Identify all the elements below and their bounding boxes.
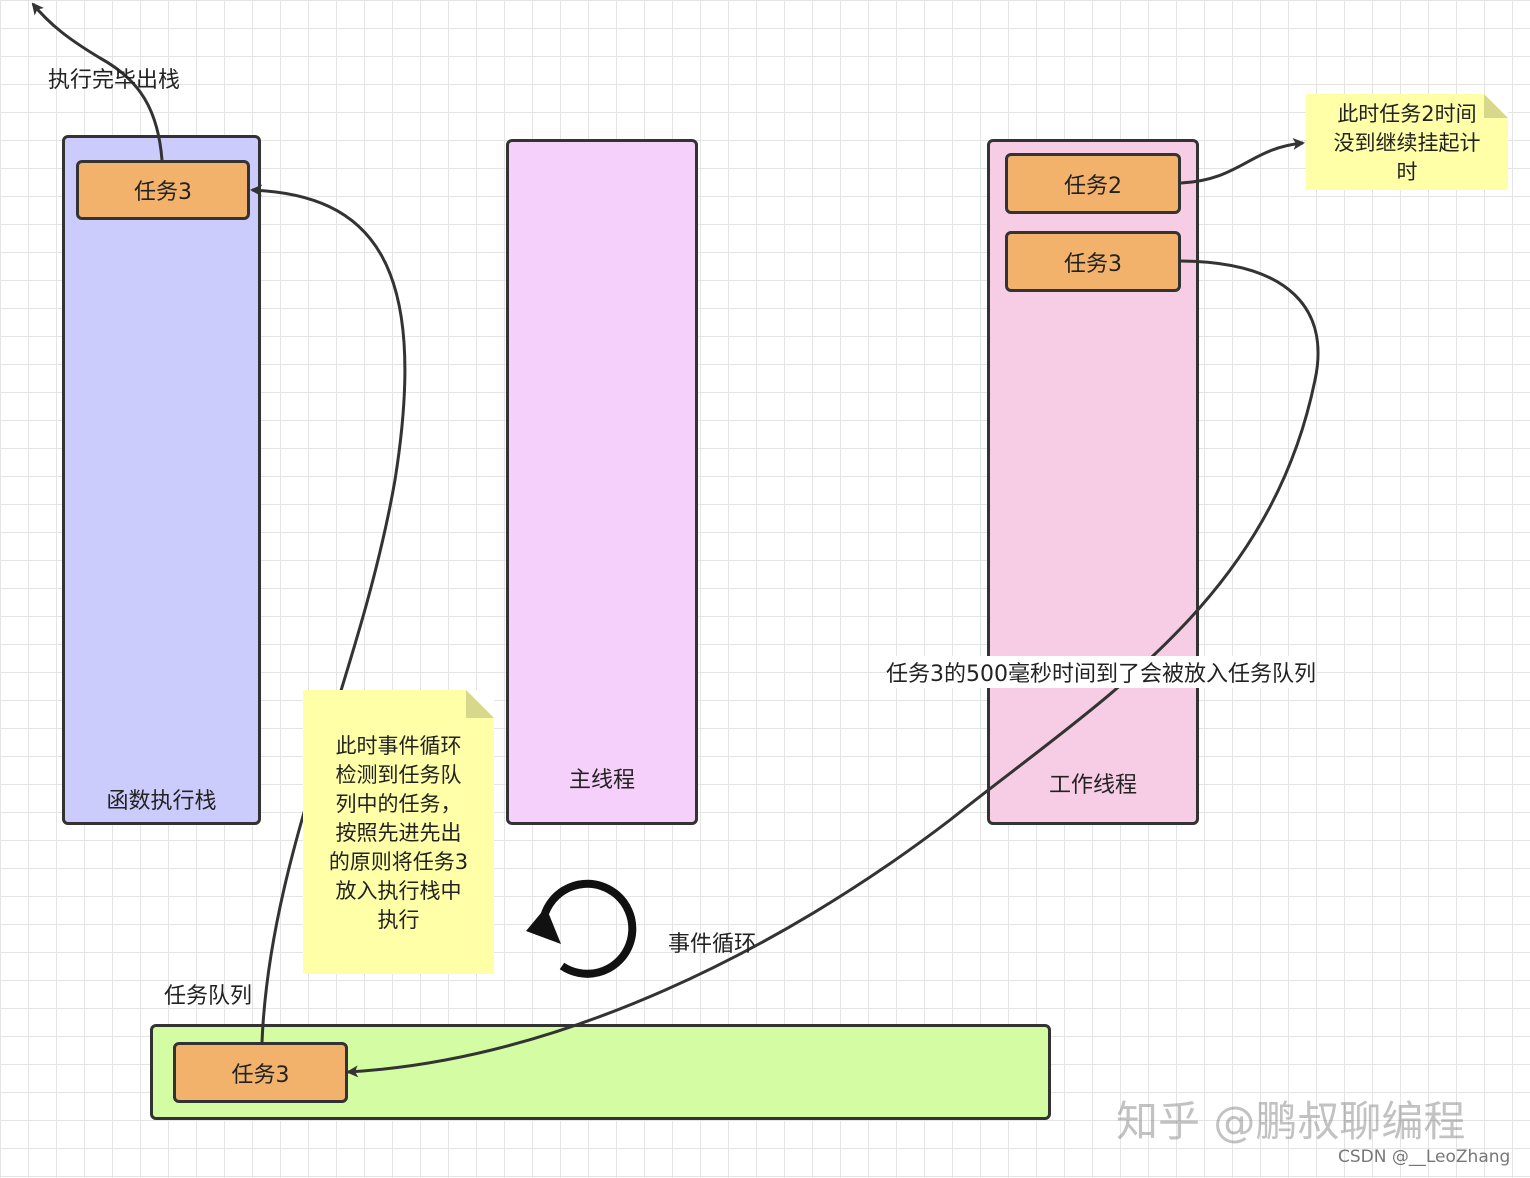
- event-loop-note-line-4: 按照先进先出: [335, 821, 462, 845]
- task-queue-box: [150, 1024, 1051, 1120]
- csdn-credit: CSDN @__LeoZhang: [1338, 1147, 1511, 1167]
- event-loop-note-line-3: 列中的任务，: [335, 792, 462, 816]
- suspend-note: 此时任务2时间 没到继续挂起计 时: [1306, 94, 1508, 190]
- pop-label: 执行完毕出栈: [48, 68, 181, 93]
- timer-label: 任务3的500毫秒时间到了会被放入任务队列: [886, 656, 1316, 688]
- call-stack-label: 函数执行栈: [106, 789, 217, 814]
- event-loop-note: 此时事件循环 检测到任务队 列中的任务， 按照先进先出 的原则将任务3 放入执行…: [303, 690, 494, 974]
- suspend-note-line-1: 此时任务2时间: [1337, 102, 1477, 126]
- worker-task-3: 任务3: [1005, 231, 1181, 292]
- event-loop-note-line-5: 的原则将任务3: [328, 850, 469, 874]
- zhihu-watermark: 知乎 @鹏叔聊编程: [1116, 1097, 1466, 1146]
- suspend-note-line-3: 时: [1396, 160, 1418, 184]
- event-loop-label: 事件循环: [668, 932, 757, 957]
- worker-thread-label: 工作线程: [1048, 773, 1137, 798]
- stack-task-3: 任务3: [76, 160, 250, 220]
- worker-to-queue-arrow: [346, 259, 1320, 1078]
- task-queue-label: 任务队列: [164, 984, 253, 1009]
- call-stack-column: 函数执行栈: [62, 135, 261, 825]
- main-thread-label: 主线程: [568, 768, 635, 793]
- event-loop-note-line-1: 此时事件循环: [335, 734, 462, 758]
- event-loop-note-line-7: 执行: [377, 908, 420, 932]
- event-loop-icon: [526, 879, 637, 978]
- queue-to-stack-arrow: [250, 184, 407, 1043]
- main-thread-column: 主线程: [506, 139, 698, 825]
- event-loop-note-line-2: 检测到任务队: [335, 763, 462, 787]
- event-loop-note-line-6: 放入执行栈中: [335, 879, 462, 903]
- task2-to-note-arrow: [1180, 137, 1305, 185]
- pop-arrow: [31, 2, 164, 161]
- worker-task-2: 任务2: [1005, 153, 1181, 214]
- suspend-note-line-2: 没到继续挂起计: [1333, 131, 1481, 155]
- queue-task-3: 任务3: [173, 1042, 348, 1103]
